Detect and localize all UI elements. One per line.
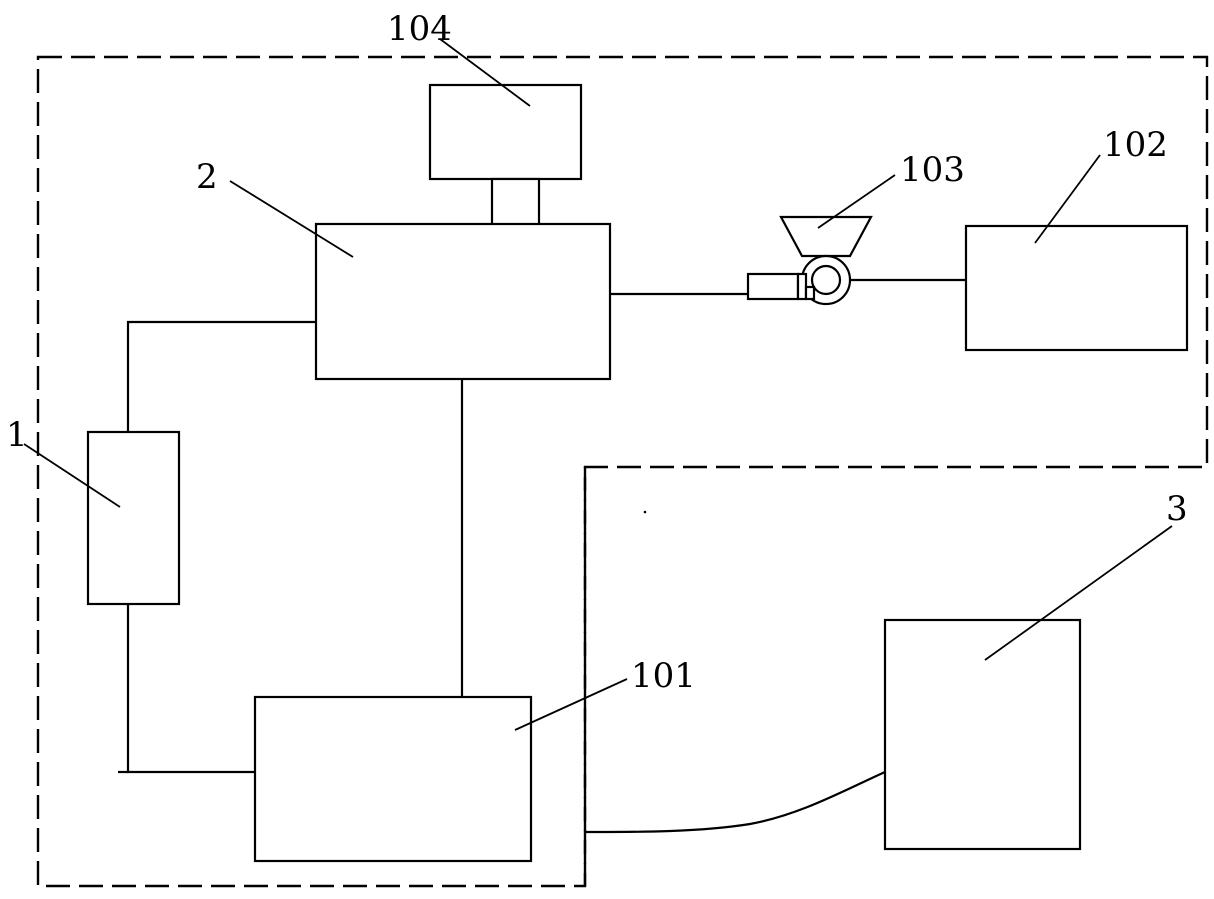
- wire-1-to-101: [126, 604, 255, 774]
- label-102: 102: [1103, 125, 1168, 165]
- component-104-box: [428, 83, 583, 181]
- drive-motor: [746, 272, 800, 301]
- label-104: 104: [387, 9, 452, 49]
- leader-3: [984, 525, 1173, 661]
- label-101: 101: [631, 656, 696, 696]
- motor-coupling-tab: [804, 285, 816, 301]
- wire-2-to-1: [126, 320, 316, 432]
- label-1: 1: [6, 415, 28, 455]
- component-3-box: [883, 618, 1082, 851]
- leader-103: [817, 174, 896, 229]
- leader-102: [1034, 154, 1101, 244]
- component-104-connector: [490, 177, 541, 227]
- component-101-box: [253, 695, 533, 863]
- hopper-funnel: [779, 215, 873, 258]
- leader-101: [514, 678, 628, 731]
- leader-1: [23, 443, 121, 508]
- component-102-box: [964, 224, 1189, 352]
- leader-2: [229, 180, 354, 258]
- component-103-feeder: [746, 215, 873, 306]
- component-2-box: [314, 222, 612, 381]
- stray-dot: [643, 510, 647, 514]
- motor-coupling: [796, 272, 808, 301]
- label-2: 2: [196, 157, 218, 197]
- label-103: 103: [900, 150, 965, 190]
- leader-104: [439, 38, 531, 107]
- label-3: 3: [1166, 489, 1188, 529]
- component-1-box: [86, 430, 181, 606]
- cable-101-to-3: [585, 770, 886, 834]
- rotor-inner-ring: [810, 264, 842, 296]
